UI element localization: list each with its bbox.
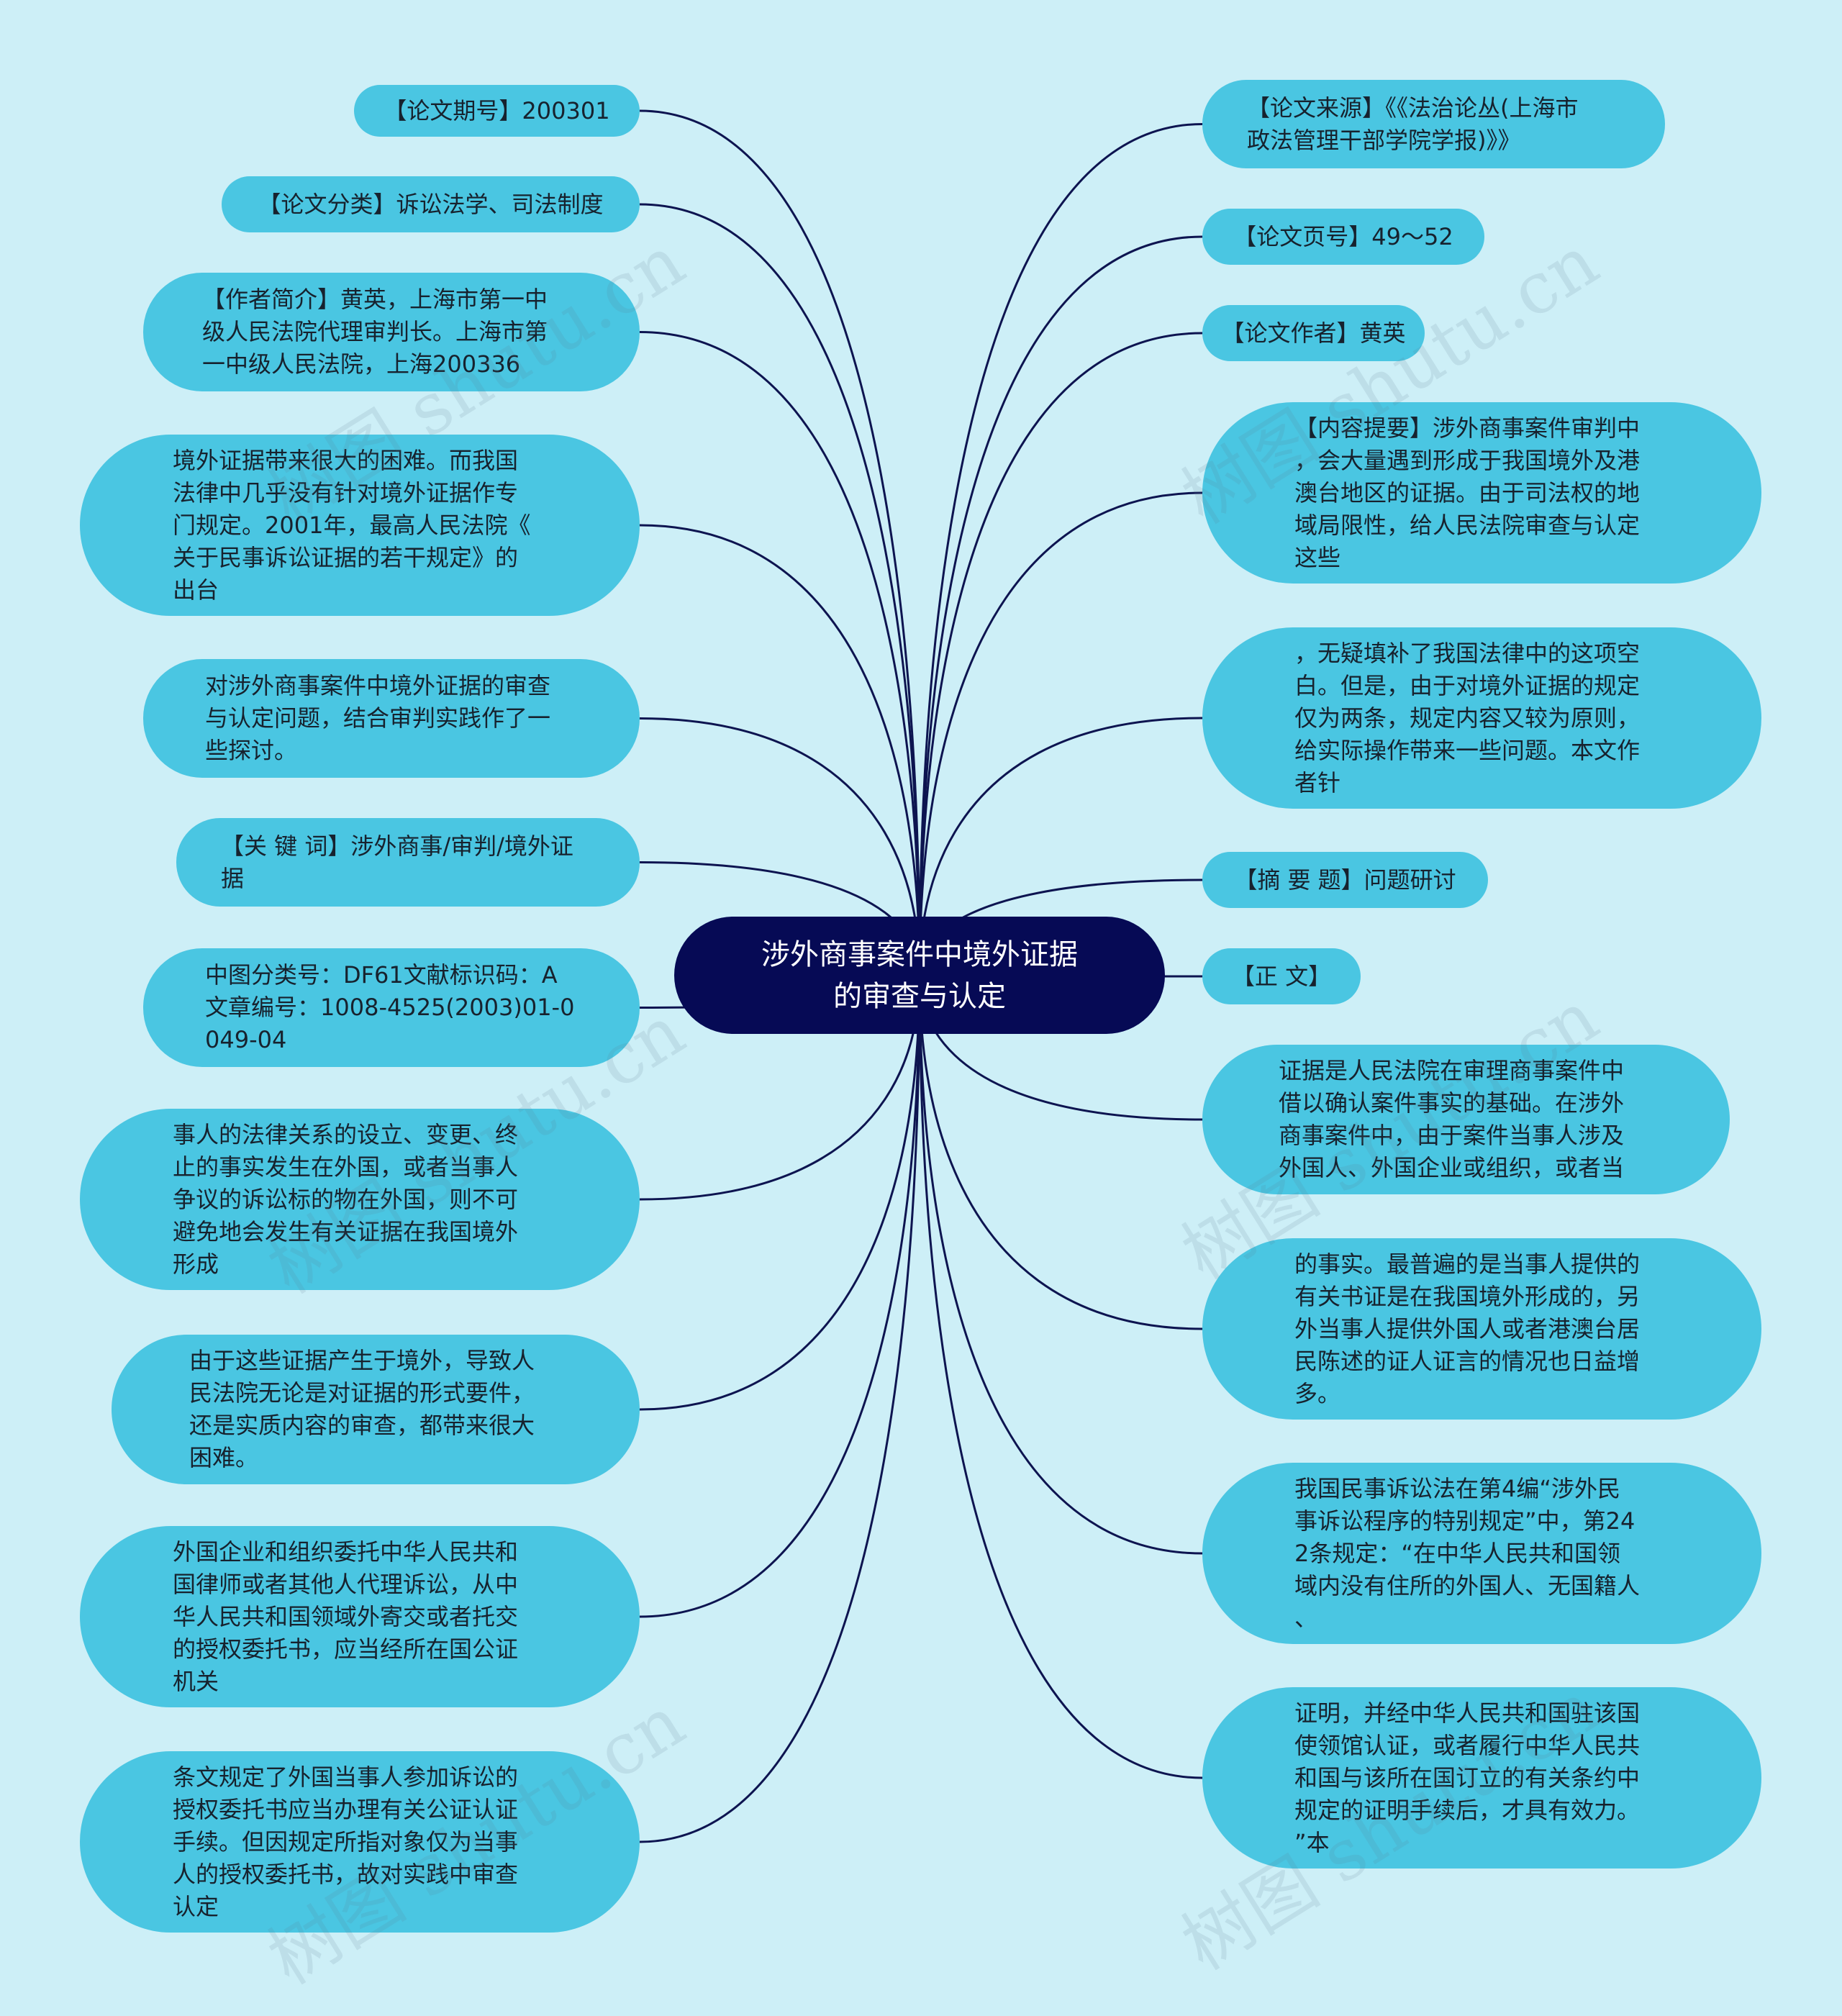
topic-left-6-text: 【关 键 词】涉外商事/审判/境外证 据 [221,832,573,892]
central-topic-text: 涉外商事案件中境外证据 的审查与认定 [761,937,1078,1013]
topic-right-9[interactable]: 的事实。最普遍的是当事人提供的 有关书证是在我国境外形成的，另 外当事人提供外国… [1202,1238,1761,1420]
topic-right-11-text: 证明，并经中华人民共和国驻该国 使领馆认证，或者履行中华人民共 和国与该所在国订… [1294,1699,1641,1856]
connector-line-r1 [918,123,1203,976]
topic-left-8[interactable]: 事人的法律关系的设立、变更、终 止的事实发生在外国，或者当事人 争议的诉讼标的物… [80,1109,640,1290]
topic-left-11-text: 条文规定了外国当事人参加诉讼的 授权委托书应当办理有关公证认证 手续。但因规定所… [173,1763,519,1920]
connector-line-r4 [918,491,1203,976]
connector-line-l11 [639,974,921,1843]
topic-left-7[interactable]: 中图分类号：DF61文献标识码：A 文章编号：1008-4525(2003)01… [143,948,640,1067]
connector-line-l9 [639,974,921,1411]
topic-right-7[interactable]: 【正 文】 [1202,948,1361,1004]
topic-left-9[interactable]: 由于这些证据产生于境外，导致人 民法院无论是对证据的形式要件， 还是实质内容的审… [112,1335,640,1484]
topic-right-3-text: 【论文作者】黄英 [1221,319,1406,347]
topic-left-4[interactable]: 境外证据带来很大的困难。而我国 法律中几乎没有针对境外证据作专 门规定。2001… [80,435,640,616]
topic-left-10-text: 外国企业和组织委托中华人民共和 国律师或者其他人代理诉讼，从中 华人民共和国领域… [173,1538,519,1695]
connector-line-l1 [639,109,921,976]
topic-left-4-text: 境外证据带来很大的困难。而我国 法律中几乎没有针对境外证据作专 门规定。2001… [173,446,531,604]
topic-right-3[interactable]: 【论文作者】黄英 [1202,305,1425,361]
topic-left-2[interactable]: 【论文分类】诉讼法学、司法制度 [222,176,640,232]
topic-right-2[interactable]: 【论文页号】49～52 [1202,209,1484,265]
connector-line-l3 [639,331,921,976]
connector-line-r11 [918,974,1203,1779]
topic-right-11[interactable]: 证明，并经中华人民共和国驻该国 使领馆认证，或者履行中华人民共 和国与该所在国订… [1202,1687,1761,1869]
topic-right-7-text: 【正 文】 [1231,962,1332,990]
topic-right-1[interactable]: 【论文来源】《《法治论丛(上海市 政法管理干部学院学报)》》 [1202,80,1665,168]
topic-right-8[interactable]: 证据是人民法院在审理商事案件中 借以确认案件事实的基础。在涉外 商事案件中，由于… [1202,1045,1730,1194]
connector-line-l10 [639,974,921,1618]
topic-right-1-text: 【论文来源】《《法治论丛(上海市 政法管理干部学院学报)》》 [1247,94,1579,154]
topic-left-3[interactable]: 【作者简介】黄英，上海市第一中 级人民法院代理审判长。上海市第 一中级人民法院，… [143,273,640,391]
connector-line-r3 [918,332,1203,976]
topic-right-6[interactable]: 【摘 要 题】问题研讨 [1202,852,1488,908]
topic-left-8-text: 事人的法律关系的设立、变更、终 止的事实发生在外国，或者当事人 争议的诉讼标的物… [173,1120,519,1278]
topic-right-4[interactable]: 【内容提要】涉外商事案件审判中 ，会大量遇到形成于我国境外及港 澳台地区的证据。… [1202,402,1761,584]
topic-right-2-text: 【论文页号】49～52 [1233,222,1453,250]
topic-right-6-text: 【摘 要 题】问题研讨 [1234,866,1456,894]
topic-right-10[interactable]: 我国民事诉讼法在第4编“涉外民 事诉讼程序的特别规定”中，第24 2条规定：“在… [1202,1463,1761,1644]
topic-left-1[interactable]: 【论文期号】200301 [354,85,640,137]
connector-line-r2 [918,235,1203,976]
topic-left-6[interactable]: 【关 键 词】涉外商事/审判/境外证 据 [176,818,640,907]
central-topic[interactable]: 涉外商事案件中境外证据 的审查与认定 [674,917,1165,1034]
topic-left-9-text: 由于这些证据产生于境外，导致人 民法院无论是对证据的形式要件， 还是实质内容的审… [189,1347,535,1471]
topic-left-7-text: 中图分类号：DF61文献标识码：A 文章编号：1008-4525(2003)01… [205,961,575,1053]
topic-left-2-text: 【论文分类】诉讼法学、司法制度 [258,190,604,218]
topic-right-10-text: 我国民事诉讼法在第4编“涉外民 事诉讼程序的特别规定”中，第24 2条规定：“在… [1294,1474,1641,1632]
topic-left-11[interactable]: 条文规定了外国当事人参加诉讼的 授权委托书应当办理有关公证认证 手续。但因规定所… [80,1751,640,1933]
topic-right-8-text: 证据是人民法院在审理商事案件中 借以确认案件事实的基础。在涉外 商事案件中，由于… [1279,1057,1625,1181]
topic-left-10[interactable]: 外国企业和组织委托中华人民共和 国律师或者其他人代理诉讼，从中 华人民共和国领域… [80,1526,640,1707]
topic-left-3-text: 【作者简介】黄英，上海市第一中 级人民法院代理审判长。上海市第 一中级人民法院，… [202,286,548,378]
topic-left-1-text: 【论文期号】200301 [384,96,610,124]
topic-left-5-text: 对涉外商事案件中境外证据的审查 与认定问题，结合审判实践作了一 些探讨。 [205,672,551,764]
topic-right-9-text: 的事实。最普遍的是当事人提供的 有关书证是在我国境外形成的，另 外当事人提供外国… [1294,1250,1641,1407]
topic-left-5[interactable]: 对涉外商事案件中境外证据的审查 与认定问题，结合审判实践作了一 些探讨。 [143,659,640,778]
topic-right-5-text: ，无疑填补了我国法律中的这项空 白。但是，由于对境外证据的规定 仅为两条，规定内… [1294,639,1641,796]
topic-right-4-text: 【内容提要】涉外商事案件审判中 ，会大量遇到形成于我国境外及港 澳台地区的证据。… [1294,414,1641,571]
topic-right-5[interactable]: ，无疑填补了我国法律中的这项空 白。但是，由于对境外证据的规定 仅为两条，规定内… [1202,627,1761,809]
